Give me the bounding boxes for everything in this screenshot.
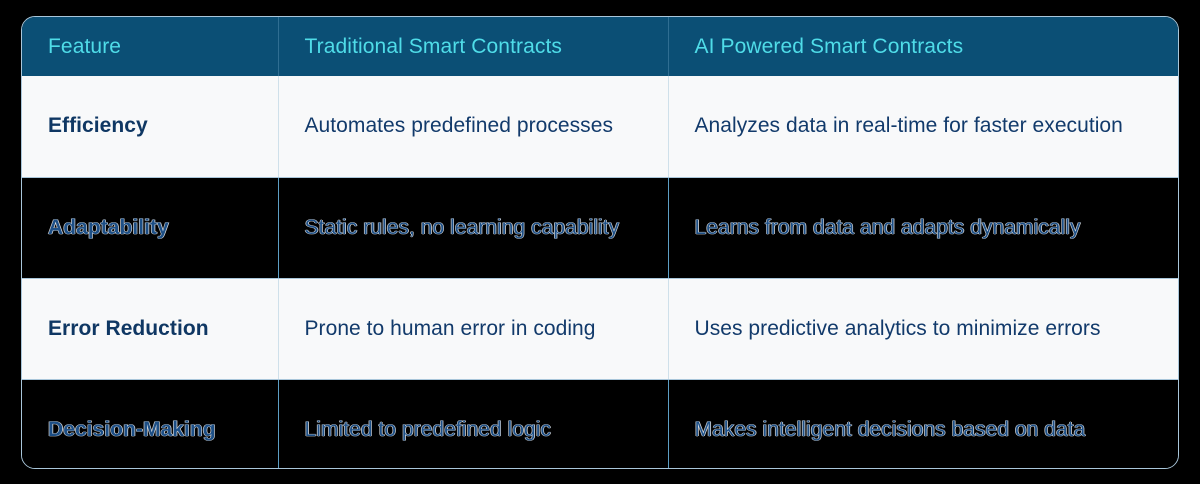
cell-traditional: Limited to predefined logic bbox=[278, 379, 669, 468]
cell-feature: Efficiency bbox=[22, 76, 279, 178]
cell-feature: Error Reduction bbox=[22, 278, 279, 380]
cell-traditional: Static rules, no learning capability bbox=[278, 177, 669, 279]
comparison-table: Feature Traditional Smart Contracts AI P… bbox=[22, 17, 1178, 468]
table-header-row: Feature Traditional Smart Contracts AI P… bbox=[22, 17, 1178, 76]
cell-ai-powered: Analyzes data in real-time for faster ex… bbox=[668, 76, 1178, 178]
table-body: Efficiency Automates predefined processe… bbox=[22, 76, 1178, 468]
table-row: Error Reduction Prone to human error in … bbox=[22, 278, 1178, 380]
table-row: Adaptability Static rules, no learning c… bbox=[22, 177, 1178, 279]
cell-traditional: Prone to human error in coding bbox=[278, 278, 669, 380]
cell-ai-powered: Uses predictive analytics to minimize er… bbox=[668, 278, 1178, 380]
cell-feature: Adaptability bbox=[22, 177, 279, 279]
cell-ai-powered: Makes intelligent decisions based on dat… bbox=[668, 379, 1178, 468]
column-header-ai-powered-smart-contracts: AI Powered Smart Contracts bbox=[668, 17, 1178, 76]
cell-traditional: Automates predefined processes bbox=[278, 76, 669, 178]
table-header: Feature Traditional Smart Contracts AI P… bbox=[22, 17, 1178, 76]
table-row: Decision-Making Limited to predefined lo… bbox=[22, 379, 1178, 468]
cell-ai-powered: Learns from data and adapts dynamically bbox=[668, 177, 1178, 279]
column-header-traditional-smart-contracts: Traditional Smart Contracts bbox=[278, 17, 669, 76]
column-header-feature: Feature bbox=[22, 17, 279, 76]
cell-feature: Decision-Making bbox=[22, 379, 279, 468]
comparison-table-container: Feature Traditional Smart Contracts AI P… bbox=[21, 16, 1179, 469]
table-row: Efficiency Automates predefined processe… bbox=[22, 76, 1178, 178]
